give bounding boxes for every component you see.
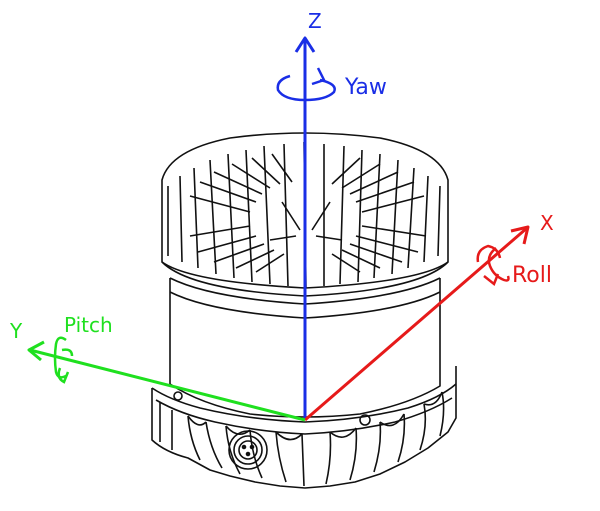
pitch-rotation-arrow-icon <box>53 336 74 384</box>
z-axis-arrowhead <box>294 36 316 53</box>
roll-rotation-arrow-icon <box>476 244 510 287</box>
y-axis-arrowhead <box>27 340 45 362</box>
z-axis-label: Z <box>308 9 322 33</box>
y-axis-line <box>29 348 306 422</box>
x-axis-label: X <box>540 211 554 235</box>
pitch-label: Pitch <box>64 313 113 337</box>
yaw-rotation-arrow-icon <box>276 67 336 102</box>
z-axis <box>294 36 316 420</box>
y-axis-label: Y <box>9 319 23 343</box>
y-axis <box>27 340 306 422</box>
yaw-label: Yaw <box>344 75 387 100</box>
roll-label: Roll <box>512 263 552 288</box>
x-axis-arrowhead <box>510 225 530 245</box>
